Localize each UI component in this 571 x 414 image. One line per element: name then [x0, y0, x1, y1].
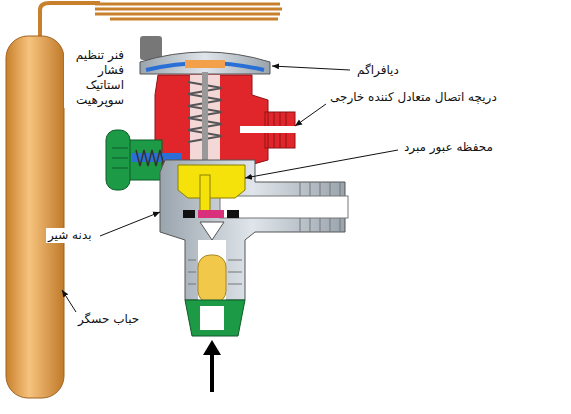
part-label: فنر تنظیم فشار استاتیک سوپرهیت: [64, 48, 126, 108]
part-label: محفظه عبور مبرد: [402, 140, 495, 155]
part-label: بدنه شیر: [46, 228, 94, 243]
part-label: حباب حسگر: [76, 312, 141, 327]
part-label: دیافراگم: [355, 63, 401, 78]
part-label: دریچه اتصال متعادل کننده خارجی: [328, 90, 499, 105]
